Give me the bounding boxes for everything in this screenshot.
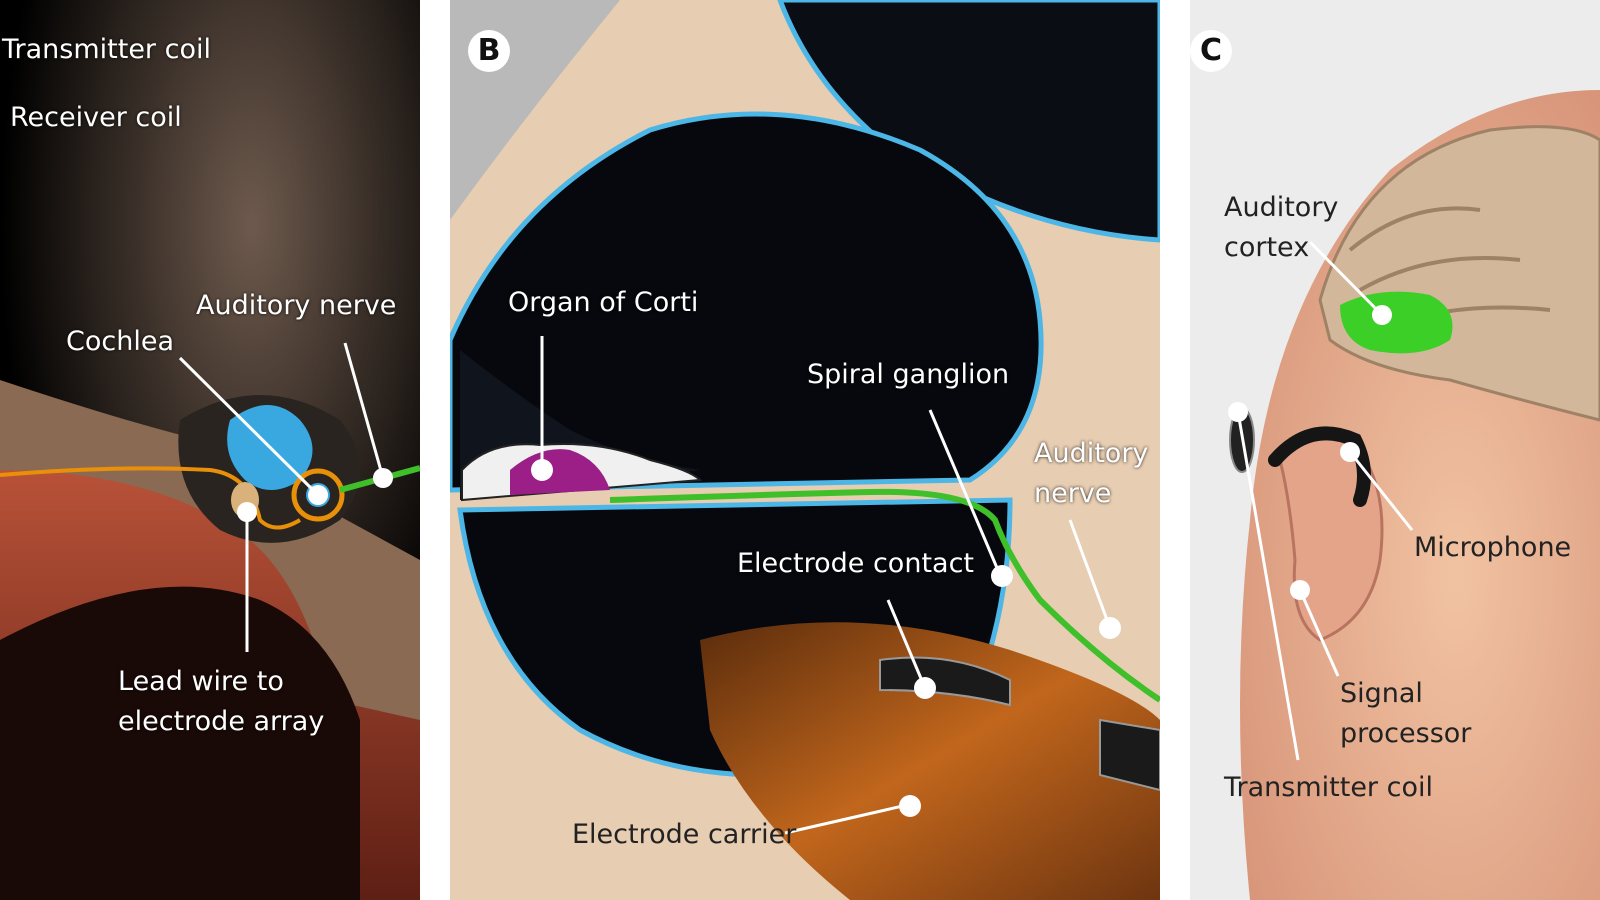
label-electrode-carrier: Electrode carrier [572, 819, 797, 850]
signal-processor-pointer-dot-icon [1290, 580, 1310, 600]
cochlea-leader-line [178, 356, 320, 497]
label-auditory-nerve-a: Auditory nerve [196, 290, 397, 321]
panel-c-letter-badge: C [1190, 30, 1232, 72]
microphone-pointer-dot-icon [1340, 442, 1360, 462]
label-electrode-contact: Electrode contact [737, 548, 975, 579]
label-cochlea: Cochlea [66, 326, 174, 357]
auditory-nerve-leader-line [343, 342, 385, 479]
electrode-contact-pad-2 [1099, 718, 1160, 792]
panel-b-cochlea-cross-section: B Organ of Corti Spiral ganglion Auditor… [450, 0, 1160, 900]
cochlea-coil [291, 468, 345, 522]
electrode-carrier-body [700, 622, 1160, 900]
ear-canal-cavity [0, 586, 360, 900]
electrode-contact-pad [879, 656, 1011, 707]
label-receiver-coil: Receiver coil [10, 102, 182, 133]
label-transmitter-coil-c: Transmitter coil [1224, 772, 1433, 803]
lead-wire-pointer-dot-icon [237, 502, 257, 522]
panel-a-ear-anatomy: Transmitter coil Receiver coil Auditory … [0, 0, 420, 900]
panel-c-head-and-brain: C Auditory cortex Microphone Signal proc… [1190, 0, 1600, 900]
auditory-nerve-b-pointer-dot-icon [1099, 617, 1121, 639]
electrode-contact-pointer-dot-icon [914, 677, 936, 699]
label-auditory-nerve-b: Auditory nerve [1034, 438, 1149, 509]
auditory-cortex-leader-line [1308, 240, 1384, 317]
auditory-nerve-b-leader-line [1068, 519, 1112, 629]
electrode-carrier-pointer-dot-icon [899, 795, 921, 817]
microphone-leader-line [1348, 451, 1414, 531]
auditory-nerve-pointer-dot-icon [373, 468, 393, 488]
label-organ-of-corti: Organ of Corti [508, 287, 699, 318]
electrode-carrier-leader-line [784, 803, 908, 835]
scala-vestibuli [450, 111, 1044, 493]
label-spiral-ganglion: Spiral ganglion [807, 359, 1010, 390]
label-lead-wire: Lead wire to electrode array [118, 666, 325, 737]
transmitter-coil-c-leader-line [1236, 411, 1300, 761]
electrode-contact-leader-line [886, 599, 927, 689]
label-transmitter-coil-a: Transmitter coil [2, 34, 211, 65]
spiral-ganglion-pointer-dot-icon [991, 565, 1013, 587]
behind-ear-processor [1268, 426, 1371, 507]
label-signal-processor: Signal processor [1340, 678, 1472, 749]
label-microphone: Microphone [1414, 532, 1572, 563]
auditory-cortex-region [1340, 291, 1453, 354]
spiral-ganglion-leader-line [928, 409, 1002, 576]
signal-processor-leader-line [1298, 589, 1340, 677]
auditory-cortex-pointer-dot-icon [1372, 305, 1392, 325]
transmitter-coil-c-pointer-dot-icon [1228, 402, 1248, 422]
organ-of-corti [510, 449, 610, 495]
panel-c-illustration [1190, 0, 1600, 900]
lead-wire [0, 466, 302, 530]
organ-of-corti-pointer-dot-icon [531, 459, 553, 481]
panel-b-letter-badge: B [468, 30, 510, 72]
nerve-fibers [609, 488, 1160, 703]
cochlea-pointer-dot-icon [308, 485, 328, 505]
label-auditory-cortex: Auditory cortex [1224, 192, 1339, 263]
panel-a-illustration [0, 0, 420, 900]
